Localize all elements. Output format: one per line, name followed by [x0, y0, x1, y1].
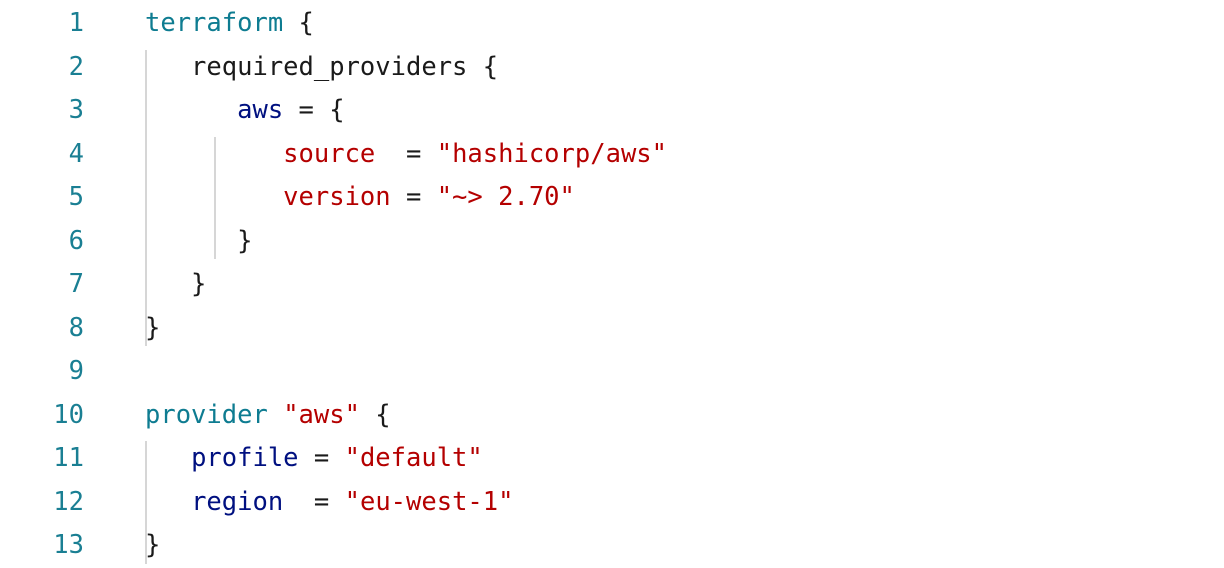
code-line[interactable]: 11 profile = "default": [0, 437, 1224, 481]
code-line[interactable]: 8}: [0, 307, 1224, 351]
token-key: profile: [191, 443, 299, 473]
line-number: 1: [68, 8, 84, 38]
code-text: }: [145, 524, 160, 568]
line-number: 9: [68, 356, 84, 386]
code-text: }: [145, 307, 160, 351]
token-plain: }: [145, 312, 161, 343]
line-number: 4: [68, 138, 84, 169]
line-number: 5: [68, 182, 84, 212]
line-number: 2: [68, 51, 84, 82]
code-line[interactable]: 12 region = "eu-west-1": [0, 481, 1224, 525]
code-line[interactable]: 7 }: [0, 263, 1224, 307]
line-number: 13: [53, 530, 84, 560]
indent-guide: [145, 441, 147, 564]
line-number: 6: [68, 225, 84, 256]
code-text: profile = "default": [145, 437, 483, 481]
token-plain: }: [145, 225, 253, 256]
token-str: source: [283, 138, 376, 169]
token-plain: = {: [283, 95, 345, 125]
token-str: "eu-west-1": [344, 486, 514, 517]
token-str: "default": [344, 443, 483, 473]
token-plain: =: [298, 443, 345, 473]
code-text: }: [145, 220, 252, 264]
token-str: "hashicorp/aws": [436, 138, 668, 169]
code-text: required_providers {: [145, 46, 498, 90]
token-str: "~> 2.70": [436, 182, 575, 212]
code-line[interactable]: 13}: [0, 524, 1224, 568]
token-key: aws: [237, 95, 284, 125]
token-plain: =: [375, 138, 437, 169]
code-line[interactable]: 9: [0, 350, 1224, 394]
code-line[interactable]: 3 aws = {: [0, 89, 1224, 133]
line-number: 3: [68, 95, 84, 125]
code-text: region = "eu-west-1": [145, 481, 514, 525]
code-line[interactable]: 1 terraform {: [0, 2, 1224, 46]
token-plain: =: [283, 486, 345, 517]
token-key: region: [191, 486, 284, 517]
code-text: provider "aws" {: [145, 394, 391, 438]
line-number: 11: [53, 443, 84, 473]
code-line[interactable]: 6 }: [0, 220, 1224, 264]
code-text: }: [145, 263, 206, 307]
code-text: source = "hashicorp/aws": [145, 133, 667, 177]
code-line[interactable]: 10 provider "aws" {: [0, 394, 1224, 438]
token-plain: [145, 443, 191, 473]
code-line[interactable]: 5 version = "~> 2.70": [0, 176, 1224, 220]
code-line[interactable]: 4 source = "hashicorp/aws": [0, 133, 1224, 177]
indent-guide: [214, 136, 216, 259]
token-plain: [145, 95, 237, 125]
token-kw: terraform: [145, 8, 284, 38]
line-number: 12: [53, 486, 84, 517]
token-kw: provider: [145, 399, 268, 430]
line-number: 10: [53, 399, 84, 430]
token-plain: }: [145, 269, 207, 299]
token-plain: required_providers {: [145, 51, 499, 82]
indent-guide: [145, 49, 147, 346]
token-str: version: [283, 182, 391, 212]
code-text: terraform {: [145, 2, 314, 46]
token-plain: [145, 487, 191, 517]
token-plain: =: [390, 182, 437, 212]
line-number: 8: [68, 312, 84, 343]
code-text: version = "~> 2.70": [145, 176, 575, 220]
token-plain: }: [145, 530, 161, 560]
code-text: aws = {: [145, 89, 345, 133]
token-plain: {: [283, 8, 314, 38]
token-plain: [268, 400, 283, 430]
token-str: "aws": [283, 399, 360, 430]
code-line[interactable]: 2 required_providers {: [0, 46, 1224, 90]
token-plain: {: [359, 399, 391, 430]
line-number: 7: [68, 269, 84, 299]
